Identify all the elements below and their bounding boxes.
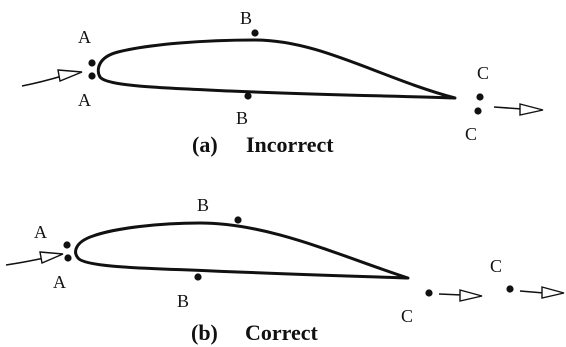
incoming-flow-arrowhead: [57, 69, 83, 82]
point-lower-trailing: [474, 107, 482, 115]
upper-trailing-flow-arrowhead: [541, 286, 565, 299]
point-lower-mid: [194, 273, 202, 281]
lower-trailing-flow-line: [438, 293, 463, 296]
label-lower-trailing: C: [465, 124, 477, 144]
label-upper-trailing: C: [477, 63, 489, 83]
panel-incorrect: A A B B C C (a) Incorrect: [21, 8, 544, 157]
caption-letter: (b): [191, 320, 218, 345]
label-upper-trailing: C: [490, 256, 502, 276]
point-lower-mid: [244, 92, 252, 100]
label-lower-leading: A: [78, 90, 91, 110]
outgoing-flow-line: [493, 106, 523, 110]
point-upper-mid: [234, 216, 242, 224]
label-upper-leading: A: [34, 222, 47, 242]
point-upper-leading: [88, 59, 96, 67]
point-lower-leading: [64, 254, 72, 262]
incoming-flow-line: [5, 257, 45, 266]
label-lower-mid: B: [177, 291, 189, 311]
label-upper-mid: B: [240, 8, 252, 28]
label-upper-mid: B: [197, 195, 209, 215]
point-upper-mid: [251, 29, 259, 37]
point-upper-trailing: [506, 285, 514, 293]
caption-title: Correct: [245, 320, 319, 345]
incoming-flow-line: [21, 75, 63, 87]
label-lower-leading: A: [53, 272, 66, 292]
point-lower-leading: [88, 72, 96, 80]
point-upper-leading: [63, 241, 71, 249]
point-lower-trailing: [425, 289, 433, 297]
outgoing-flow-arrowhead: [519, 103, 544, 116]
airfoil-shape: [74, 221, 410, 280]
airfoil-shape: [96, 38, 457, 100]
point-upper-trailing: [476, 93, 484, 101]
lower-trailing-flow-arrowhead: [459, 289, 483, 302]
label-upper-leading: A: [78, 27, 91, 47]
label-lower-trailing: C: [401, 306, 413, 326]
caption-letter: (a): [192, 132, 218, 157]
caption-title: Incorrect: [246, 132, 334, 157]
incoming-flow-arrowhead: [39, 251, 64, 264]
upper-trailing-flow-line: [519, 290, 545, 294]
label-lower-mid: B: [236, 108, 248, 128]
panel-correct: A A B B C C (b) Correct: [5, 195, 565, 345]
